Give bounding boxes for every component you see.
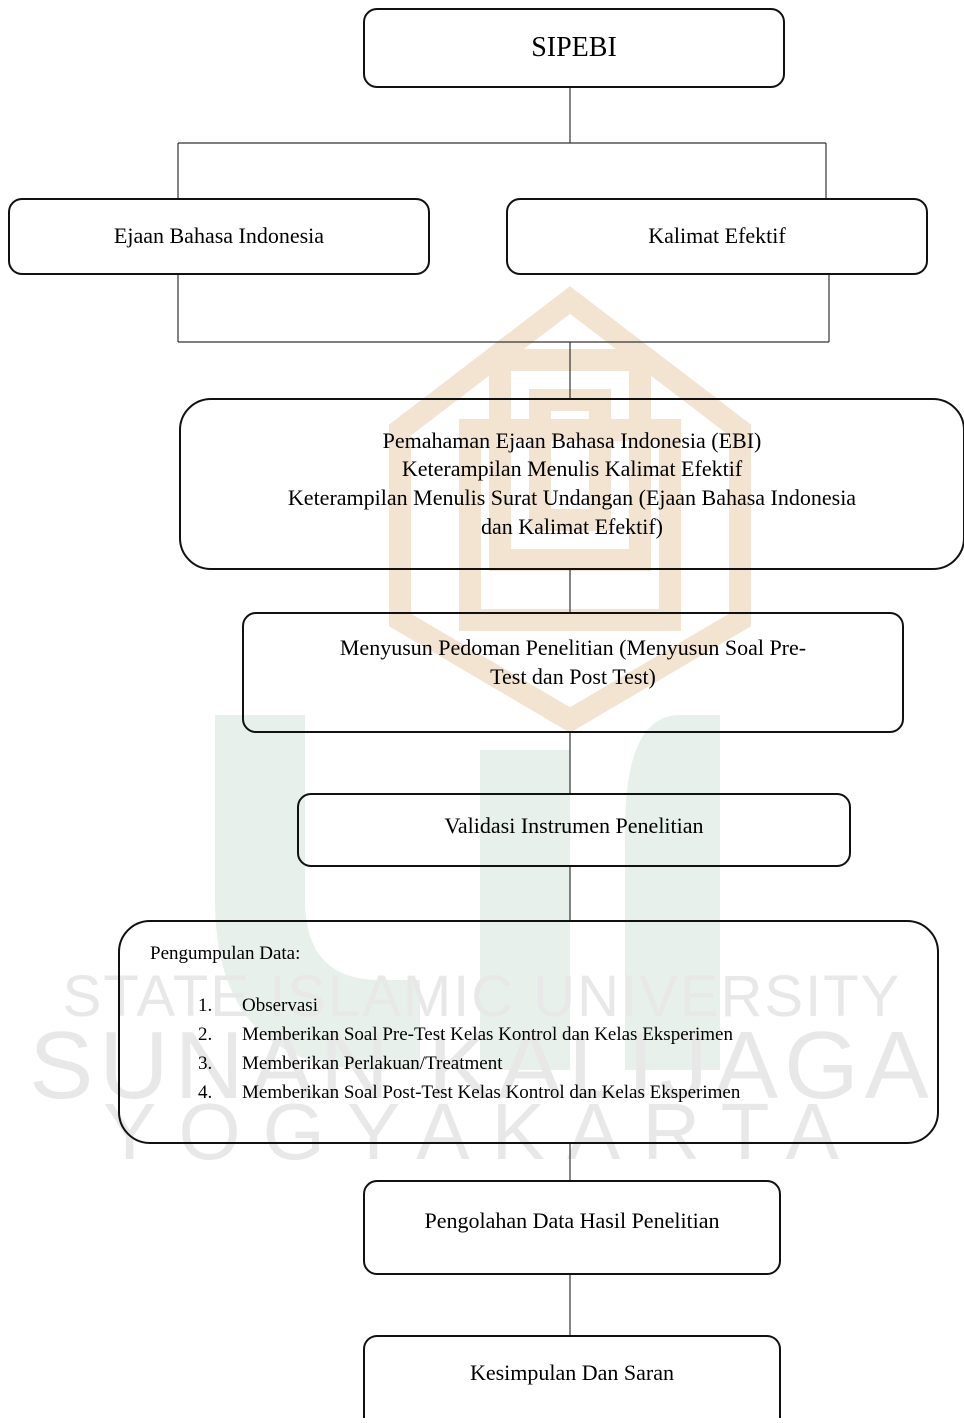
validation-label: Validasi Instrumen Penelitian (444, 812, 704, 838)
list-item-number: 2. (198, 1023, 213, 1045)
list-item: 3. Memberikan Perlakuan/Treatment (150, 1049, 740, 1078)
understanding-line: dan Kalimat Efektif) (480, 513, 664, 539)
list-item-number: 3. (198, 1052, 213, 1074)
list-item-number: 1. (198, 994, 213, 1016)
branch-ejaan-label: Ejaan Bahasa Indonesia (113, 223, 325, 249)
list-item-number: 4. (198, 1081, 213, 1103)
conclusion-label: Kesimpulan Dan Saran (469, 1360, 675, 1385)
understanding-line: Keterampilan Menulis Kalimat Efektif (401, 456, 743, 482)
processing-node: Pengolahan Data Hasil Penelitian (363, 1180, 781, 1275)
guideline-line: Test dan Post Test) (490, 663, 656, 689)
branch-ejaan-node: Ejaan Bahasa Indonesia (8, 198, 430, 275)
list-item: 1. Observasi (150, 991, 740, 1020)
understanding-line: Pemahaman Ejaan Bahasa Indonesia (EBI) (382, 427, 762, 453)
list-item-text: Memberikan Perlakuan/Treatment (242, 1052, 503, 1074)
guideline-line: Menyusun Pedoman Penelitian (Menyusun So… (339, 635, 807, 660)
data-collection-list: 1. Observasi 2. Memberikan Soal Pre-Test K… (150, 991, 740, 1107)
root-node: SIPEBI (363, 8, 785, 88)
understanding-line: Keterampilan Menulis Surat Undangan (Eja… (287, 485, 857, 510)
list-item-text: Memberikan Soal Pre-Test Kelas Kontrol d… (242, 1023, 733, 1045)
root-label: SIPEBI (531, 31, 617, 63)
validation-node: Validasi Instrumen Penelitian (297, 793, 851, 867)
data-collection-node: Pengumpulan Data: 1. Observasi 2. Memberik… (118, 920, 939, 1144)
data-collection-heading: Pengumpulan Data: (150, 943, 301, 964)
processing-label: Pengolahan Data Hasil Penelitian (424, 1208, 720, 1234)
list-item-text: Observasi (242, 994, 318, 1016)
branch-kalimat-label: Kalimat Efektif (648, 223, 786, 249)
branch-kalimat-node: Kalimat Efektif (506, 198, 928, 275)
list-item: 4. Memberikan Soal Post-Test Kelas Kontro… (150, 1078, 740, 1107)
list-item-text: Memberikan Soal Post-Test Kelas Kontrol … (242, 1081, 741, 1103)
understanding-node: Pemahaman Ejaan Bahasa Indonesia (EBI) K… (179, 398, 964, 570)
conclusion-node: Kesimpulan Dan Saran (363, 1335, 781, 1418)
list-item: 2. Memberikan Soal Pre-Test Kelas Kontrol… (150, 1020, 740, 1049)
guideline-node: Menyusun Pedoman Penelitian (Menyusun So… (242, 612, 904, 733)
